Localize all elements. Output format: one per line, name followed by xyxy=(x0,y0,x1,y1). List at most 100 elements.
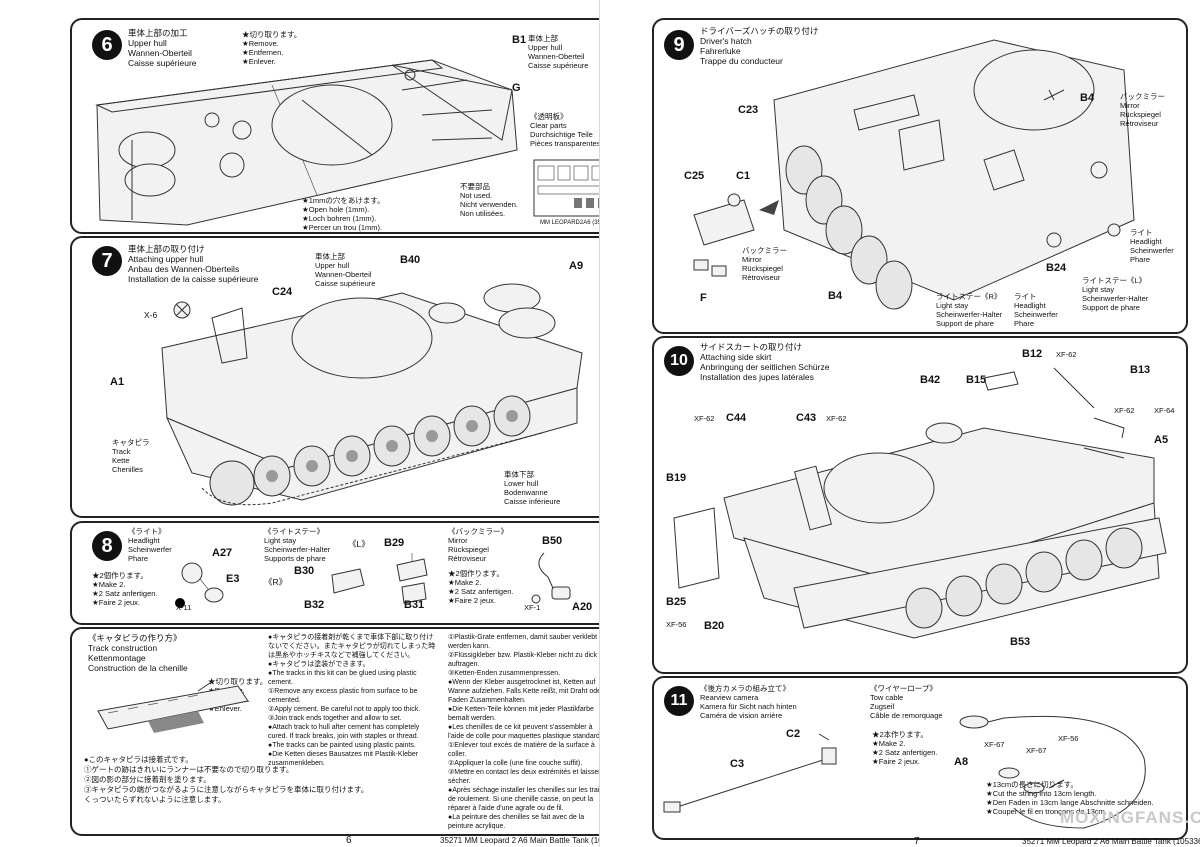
side-skirt-drawing xyxy=(673,367,1167,639)
upper-hull-drawing xyxy=(95,59,518,226)
sprue-caption: MM LEOPARD2A6 (35240) xyxy=(540,220,613,226)
tank-hull-drawing xyxy=(161,283,583,506)
part-c44: C44 xyxy=(726,412,747,424)
track-notes-col2: ●キャタピラの接着剤が乾くまで車体下部に取り付けないでください。またキャタピラが… xyxy=(268,634,436,767)
part-b24: B24 xyxy=(1046,262,1067,274)
paint-xf67-b: XF-67 xyxy=(1026,746,1047,755)
camera-and-cable-drawing xyxy=(663,715,1146,829)
part-b42: B42 xyxy=(920,374,941,386)
step-number: 7 xyxy=(92,246,122,276)
paint-xf62-top: XF-62 xyxy=(1056,350,1077,359)
part-b4-bottom: B4 xyxy=(828,290,843,302)
page-number-right: 7 xyxy=(914,836,920,847)
part-a1: A1 xyxy=(110,376,125,388)
watermark: MOXINGFANS.COM xyxy=(1060,808,1200,827)
part-b31: B31 xyxy=(404,599,425,611)
part-c3: C3 xyxy=(730,758,745,770)
step-number: 6 xyxy=(92,30,122,60)
light-stay-drawing xyxy=(331,553,428,604)
step-number: 10 xyxy=(664,346,694,376)
part-b20: B20 xyxy=(704,620,725,632)
track-jp-notes: ●このキャタピラは接着式です。①ゲートの跡はきれいにランナーは不要なので切り取り… xyxy=(84,755,369,804)
part-a8: A8 xyxy=(954,756,969,768)
part-b32: B32 xyxy=(304,599,325,611)
mirror-make-2-note: ★2個作ります。★Make 2.★2 Satz anfertigen.★Fair… xyxy=(448,569,514,605)
part-f: F xyxy=(700,292,707,304)
paint-xf56: XF-56 xyxy=(1058,734,1079,743)
page-number-left: 6 xyxy=(346,835,352,846)
remove-note: ★切り取ります。★Remove.★Entfernen.★Enlever. xyxy=(242,30,302,66)
part-b50: B50 xyxy=(542,535,563,547)
paint-xf62-left: XF-62 xyxy=(694,414,715,423)
part-b13: B13 xyxy=(1130,364,1151,376)
right-label: 《R》 xyxy=(264,577,288,587)
kit-footer-right: 35271 MM Leopard 2 A6 Main Battle Tank (… xyxy=(1022,837,1200,846)
step-number: 8 xyxy=(92,531,122,561)
part-g: G xyxy=(512,82,521,94)
part-a20: A20 xyxy=(572,601,593,613)
cut-cable-note: ★13cmの長さに切ります。★Cut the string into 13cm … xyxy=(986,780,1154,816)
cable-make-2-note: ★2本作ります。★Make 2.★2 Satz anfertigen.★Fair… xyxy=(872,730,938,766)
step-number: 9 xyxy=(664,30,694,60)
part-b1: B1 xyxy=(512,34,527,46)
left-label: 《L》 xyxy=(348,539,370,549)
part-b15: B15 xyxy=(966,374,987,386)
part-a27: A27 xyxy=(212,547,233,559)
part-c2: C2 xyxy=(786,728,801,740)
make-2-note: ★2個作ります。★Make 2.★2 Satz anfertigen.★Fair… xyxy=(92,571,158,607)
part-b19: B19 xyxy=(666,472,687,484)
part-b30: B30 xyxy=(294,565,315,577)
paint-xf62-c43: XF-62 xyxy=(826,414,847,423)
paint-xf56: XF-56 xyxy=(666,620,687,629)
step-number: 11 xyxy=(664,686,694,716)
paint-x11: X-11 xyxy=(176,603,192,612)
part-c1: C1 xyxy=(736,170,751,182)
paint-xf1: XF-1 xyxy=(524,603,541,612)
paint-xf67-a: XF-67 xyxy=(984,740,1005,749)
part-b25: B25 xyxy=(666,596,687,608)
paint-xf64: XF-64 xyxy=(1154,406,1175,415)
part-b53: B53 xyxy=(1010,636,1031,648)
headlight-drawing xyxy=(175,562,224,608)
track-notes-col3: ①Plastik-Grate entfernen, damit sauber v… xyxy=(448,634,607,830)
part-b4-top: B4 xyxy=(1080,92,1095,104)
part-b12: B12 xyxy=(1022,348,1043,360)
part-c43: C43 xyxy=(796,412,817,424)
kit-footer-left: 35271 MM Leopard 2 A6 Main Battle Tank (… xyxy=(440,836,628,845)
part-e3: E3 xyxy=(226,573,240,585)
part-c25: C25 xyxy=(684,170,705,182)
paint-xf62-right: XF-62 xyxy=(1114,406,1135,415)
drivers-hatch-drawing xyxy=(693,39,1135,310)
open-hole-note: ★1mmの穴をあけます。★Open hole (1mm).★Loch bohre… xyxy=(302,196,385,232)
part-a5: A5 xyxy=(1154,434,1169,446)
